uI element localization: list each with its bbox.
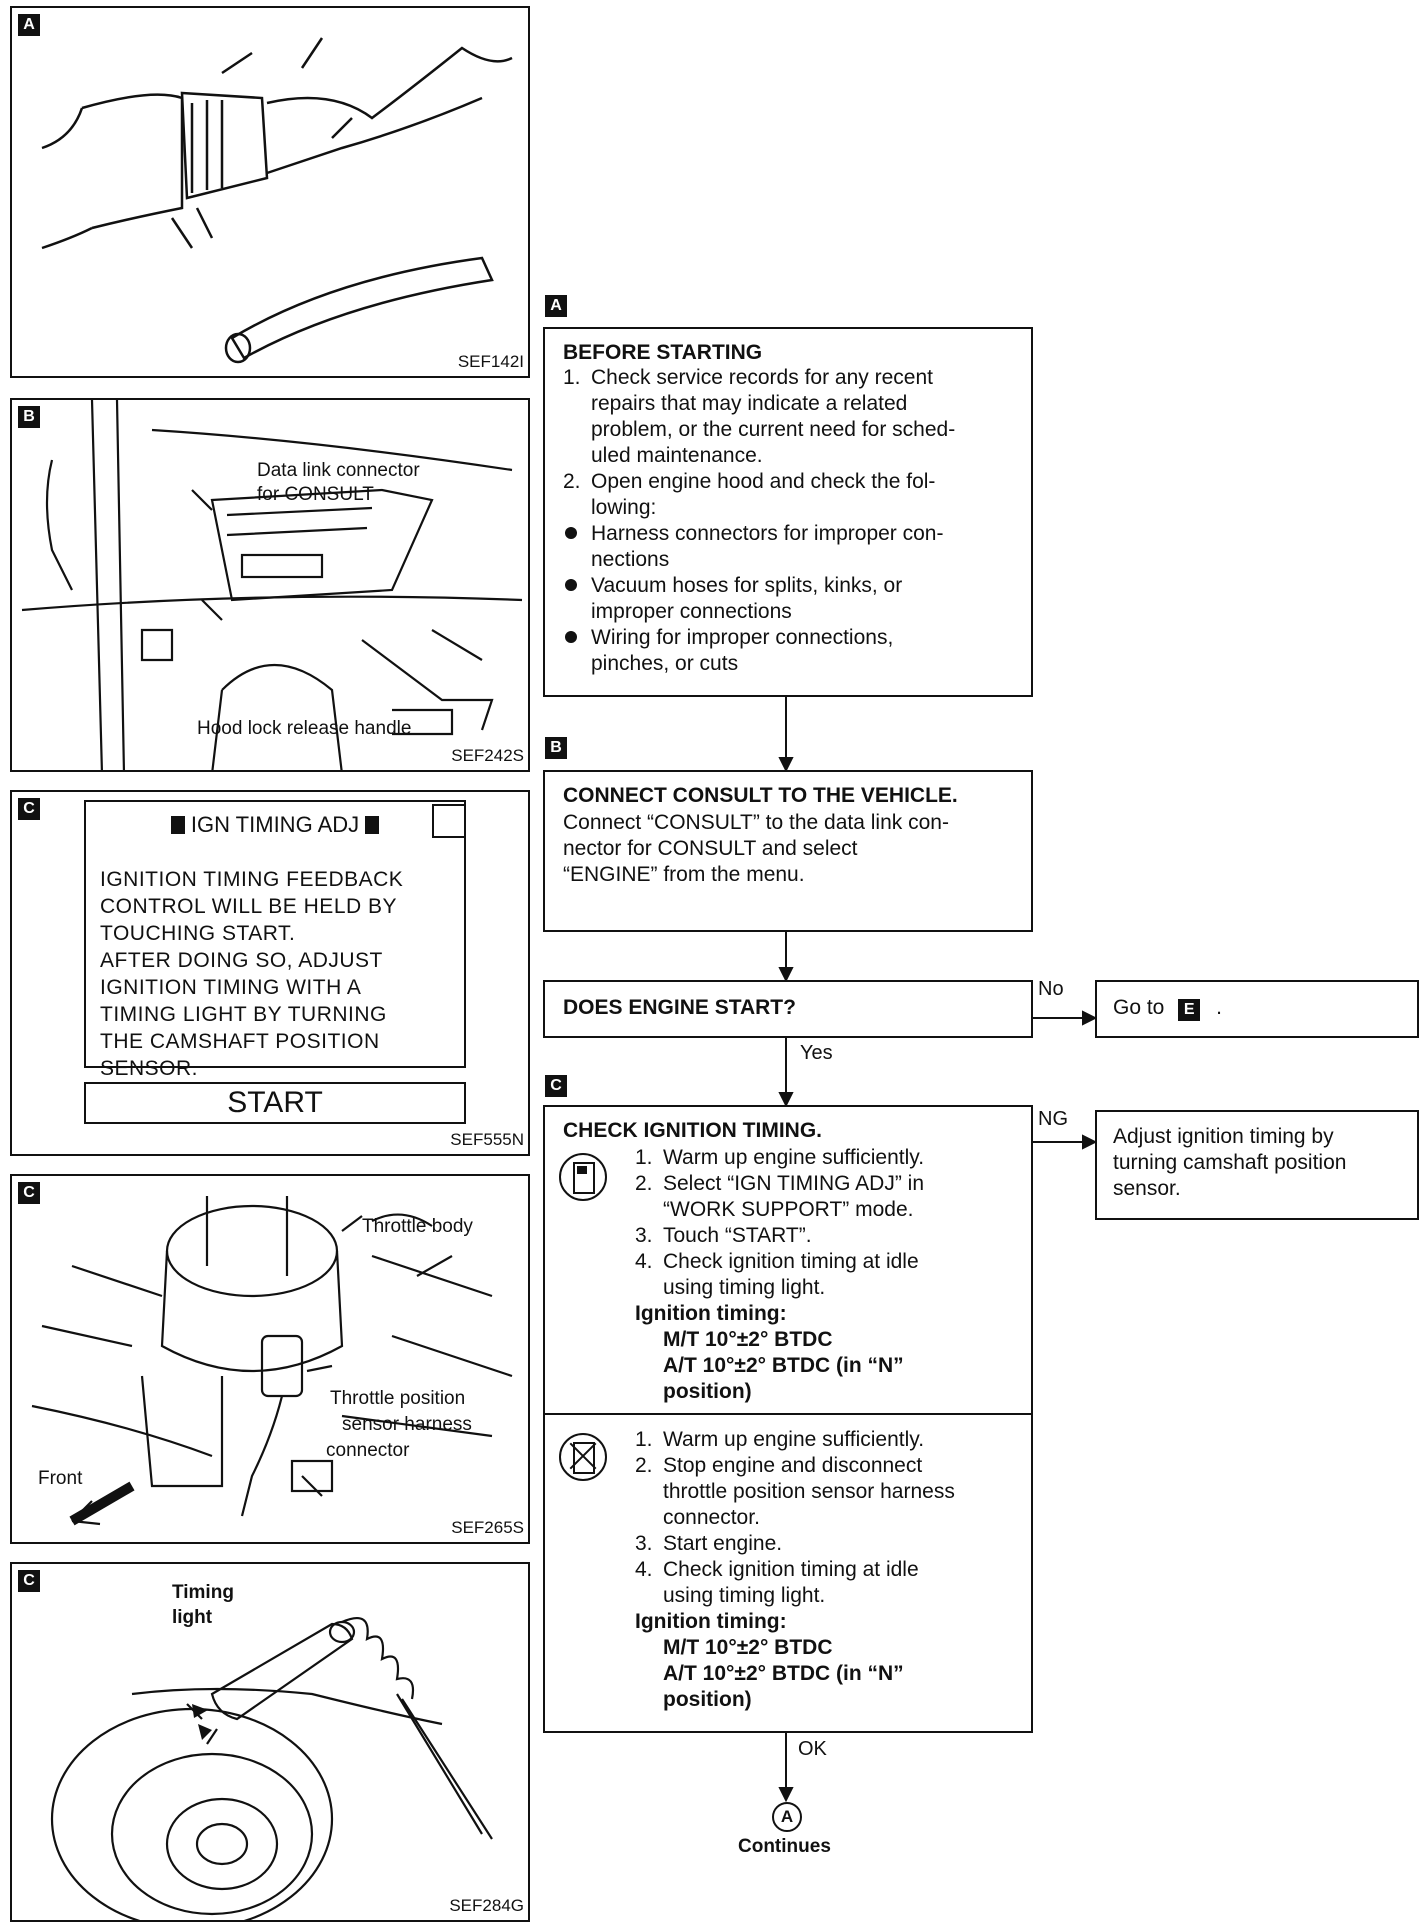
figure-code: SEF265S <box>451 1518 524 1537</box>
tps-label-2: sensor harness <box>342 1414 472 1435</box>
panel-tag: C <box>18 1182 40 1204</box>
goto-text: Go to <box>1113 996 1165 1019</box>
panel-tag: C <box>18 1570 40 1592</box>
ignition-timing-spec: Ignition timing: M/T 10°±2° BTDC A/T 10°… <box>635 1302 904 1403</box>
no-consult-step: 4. Check ignition timing at idle using t… <box>635 1558 919 1607</box>
no-consult-step: 1. Warm up engine sufficiently. <box>635 1428 925 1451</box>
illustration-panel-c-consult-screen: C IGN TIMING ADJ IGNITION TIMING FEEDBAC… <box>10 790 530 1156</box>
goto-e-box: Go to E . <box>1095 980 1419 1038</box>
consult-step: 3. Touch “START”. <box>635 1224 812 1247</box>
hood-lock-label: Hood lock release handle <box>197 718 412 739</box>
step-tag-b: B <box>545 737 567 759</box>
screen-line: AFTER DOING SO, ADJUST <box>100 949 383 972</box>
engine-start-question-box: DOES ENGINE START? <box>543 980 1033 1038</box>
screen-marker-icon <box>170 816 185 834</box>
check-bullet: Vacuum hoses for splits, kinks, or impro… <box>563 573 1013 625</box>
screen-line: IGNITION TIMING WITH A <box>100 976 362 999</box>
screen-corner-box <box>432 804 466 838</box>
timing-light-label-2: light <box>172 1607 213 1628</box>
screen-line: TOUCHING START. <box>100 922 296 945</box>
ignition-timing-spec: Ignition timing: M/T 10°±2° BTDC A/T 10°… <box>635 1610 904 1711</box>
before-starting-step-2: 2. Open engine hood and check the fol- l… <box>563 470 936 519</box>
timing-light-label-1: Timing <box>172 1582 234 1603</box>
check-bullet: Wiring for improper connections, pinches… <box>563 625 1013 677</box>
before-starting-step-1: 1. Check service records for any recent … <box>563 366 956 467</box>
bullet-icon <box>565 527 577 539</box>
bullet-icon <box>565 579 577 591</box>
screen-line: IGNITION TIMING FEEDBACK <box>100 868 404 891</box>
bullet-icon <box>565 631 577 643</box>
panel-tag: C <box>18 798 40 820</box>
throttle-body-label: Throttle body <box>362 1216 473 1237</box>
screen-title-row: IGN TIMING ADJ <box>86 812 464 838</box>
consult-icon <box>559 1153 607 1201</box>
screen-title: IGN TIMING ADJ <box>190 812 360 837</box>
check-timing-no-consult-box: 1. Warm up engine sufficiently. 2. Stop … <box>543 1413 1033 1733</box>
check-timing-consult-box: CHECK IGNITION TIMING. 1. Warm up engine… <box>543 1105 1033 1415</box>
figure-code: SEF284G <box>449 1896 524 1915</box>
throttle-body-illustration <box>31 1196 513 1526</box>
data-link-connector-label: Data link connector <box>257 460 420 481</box>
check-bullet: Harness connectors for improper con- nec… <box>563 521 1013 573</box>
ok-branch-label: OK <box>798 1738 827 1760</box>
start-button[interactable]: START <box>84 1082 466 1124</box>
tps-label-1: Throttle position <box>330 1388 466 1409</box>
screen-marker-icon <box>365 816 380 834</box>
continues-connector-icon[interactable]: A <box>772 1802 802 1832</box>
timing-light-illustration <box>50 1617 493 1920</box>
before-starting-box: BEFORE STARTING 1. Check service records… <box>543 327 1033 697</box>
figure-code: SEF242S <box>451 746 524 765</box>
data-link-connector-label-2: for CONSULT <box>257 484 374 505</box>
before-starting-title: BEFORE STARTING <box>563 341 763 364</box>
consult-step: 2. Select “IGN TIMING ADJ” in “WORK SUPP… <box>635 1172 924 1221</box>
connect-consult-title: CONNECT CONSULT TO THE VEHICLE. <box>563 784 958 807</box>
illustration-panel-c-throttle-body: C Throttle body Throttle position sensor… <box>10 1174 530 1544</box>
step-tag-c: C <box>545 1075 567 1097</box>
step-tag-a: A <box>545 295 567 317</box>
front-label: Front <box>38 1468 83 1489</box>
illustration-panel-a: A SEF142I <box>10 6 530 378</box>
continues-label: Continues <box>738 1836 831 1857</box>
no-consult-step: 2. Stop engine and disconnect throttle p… <box>635 1454 955 1529</box>
screen-line: TIMING LIGHT BY TURNING <box>100 1003 387 1026</box>
screen-line: THE CAMSHAFT POSITION <box>100 1030 380 1053</box>
consult-step: 1. Warm up engine sufficiently. <box>635 1146 925 1169</box>
check-timing-title: CHECK IGNITION TIMING. <box>563 1119 822 1142</box>
screen-message: IGNITION TIMING FEEDBACK CONTROL WILL BE… <box>100 866 403 1082</box>
start-button-label: START <box>227 1086 323 1119</box>
engine-start-question: DOES ENGINE START? <box>563 996 796 1019</box>
harness-connector-illustration <box>41 37 513 364</box>
no-branch-label: No <box>1038 978 1064 1000</box>
panel-tag: B <box>18 406 40 428</box>
yes-branch-label: Yes <box>800 1042 833 1064</box>
illustration-panel-b: B Data link connector for CONSULT Hood l… <box>10 398 530 772</box>
goto-tag-e[interactable]: E <box>1178 999 1201 1021</box>
screen-line: SENSOR. <box>100 1057 199 1080</box>
figure-code: SEF142I <box>457 352 524 371</box>
no-consult-icon <box>559 1433 607 1481</box>
screen-line: CONTROL WILL BE HELD BY <box>100 895 398 918</box>
consult-step: 4. Check ignition timing at idle using t… <box>635 1250 919 1299</box>
ng-branch-label: NG <box>1038 1108 1068 1130</box>
no-consult-step: 3. Start engine. <box>635 1532 783 1555</box>
panel-tag: A <box>18 14 40 36</box>
figure-code: SEF555N <box>450 1130 524 1149</box>
dashboard-illustration <box>21 400 523 770</box>
connect-consult-box: CONNECT CONSULT TO THE VEHICLE. Connect … <box>543 770 1033 932</box>
consult-screen: IGN TIMING ADJ IGNITION TIMING FEEDBACK … <box>84 800 466 1080</box>
ng-action-box: Adjust ignition timing by turning camsha… <box>1095 1110 1419 1220</box>
tps-label-3: connector <box>326 1440 410 1461</box>
illustration-panel-c-timing-light: C Timing light SEF284G <box>10 1562 530 1922</box>
